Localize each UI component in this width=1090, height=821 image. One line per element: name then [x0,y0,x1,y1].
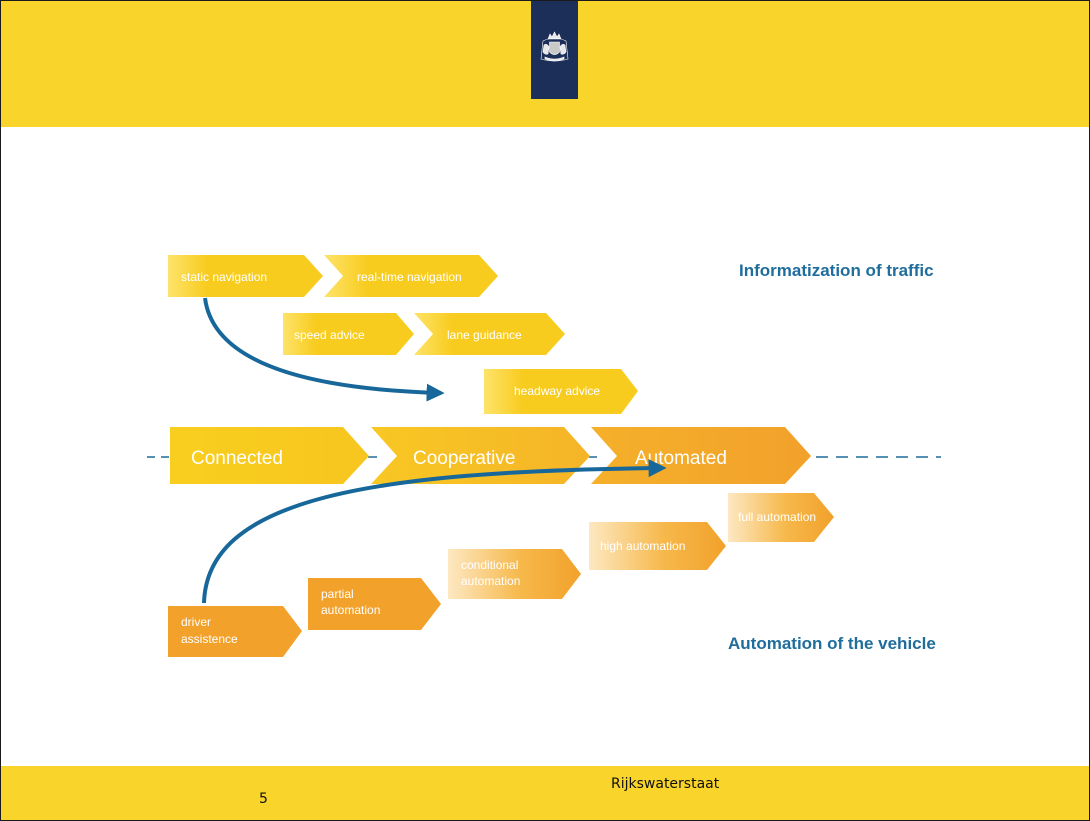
stage-connected: Connected [170,427,369,484]
informatization-title: Informatization of traffic [739,261,934,280]
auto-step-label-line2: automation [461,574,520,588]
stage-connected-label: Connected [191,448,283,469]
logo-box [531,1,578,99]
dutch-royal-coat-of-arms-icon [540,31,569,62]
auto-step-partial-automation: partial automation [308,578,441,630]
info-curve-arrow [203,297,445,402]
info-step-label: static navigation [181,270,267,284]
automation-title: Automation of the vehicle [728,634,936,653]
stage-automated-label: Automated [635,448,727,469]
info-step-headway-advice: headway advice [484,369,638,414]
auto-step-label-line1: conditional [461,558,518,572]
page-number: 5 [259,791,268,807]
info-step-label: real-time navigation [357,270,462,284]
auto-step-label-line2: assistence [181,632,238,646]
info-step-label: headway advice [514,384,600,398]
info-step-speed-advice: speed advice [283,313,414,355]
info-step-static-navigation: static navigation [168,255,323,297]
organization-name: Rijkswaterstaat [611,776,720,792]
footer-band [1,766,1089,820]
auto-step-label-line1: driver [181,615,211,629]
auto-step-label-line2: automation [321,603,380,617]
auto-step-label-line1: high automation [600,539,685,553]
info-step-lane-guidance: lane guidance [414,313,565,355]
auto-step-label-line1: full automation [738,510,816,524]
auto-step-label-line1: partial [321,587,354,601]
stage-cooperative-label: Cooperative [413,448,515,469]
auto-step-conditional-automation: conditional automation [448,549,581,599]
auto-step-full-automation: full automation [728,493,834,542]
info-step-label: speed advice [294,328,365,342]
automation-curve-arrow [202,459,667,604]
stage-automated: Automated [591,427,811,484]
info-step-real-time-navigation: real-time navigation [324,255,498,297]
info-step-label: lane guidance [447,328,522,342]
auto-step-high-automation: high automation [589,522,726,570]
auto-step-driver-assistence: driver assistence [168,606,302,657]
